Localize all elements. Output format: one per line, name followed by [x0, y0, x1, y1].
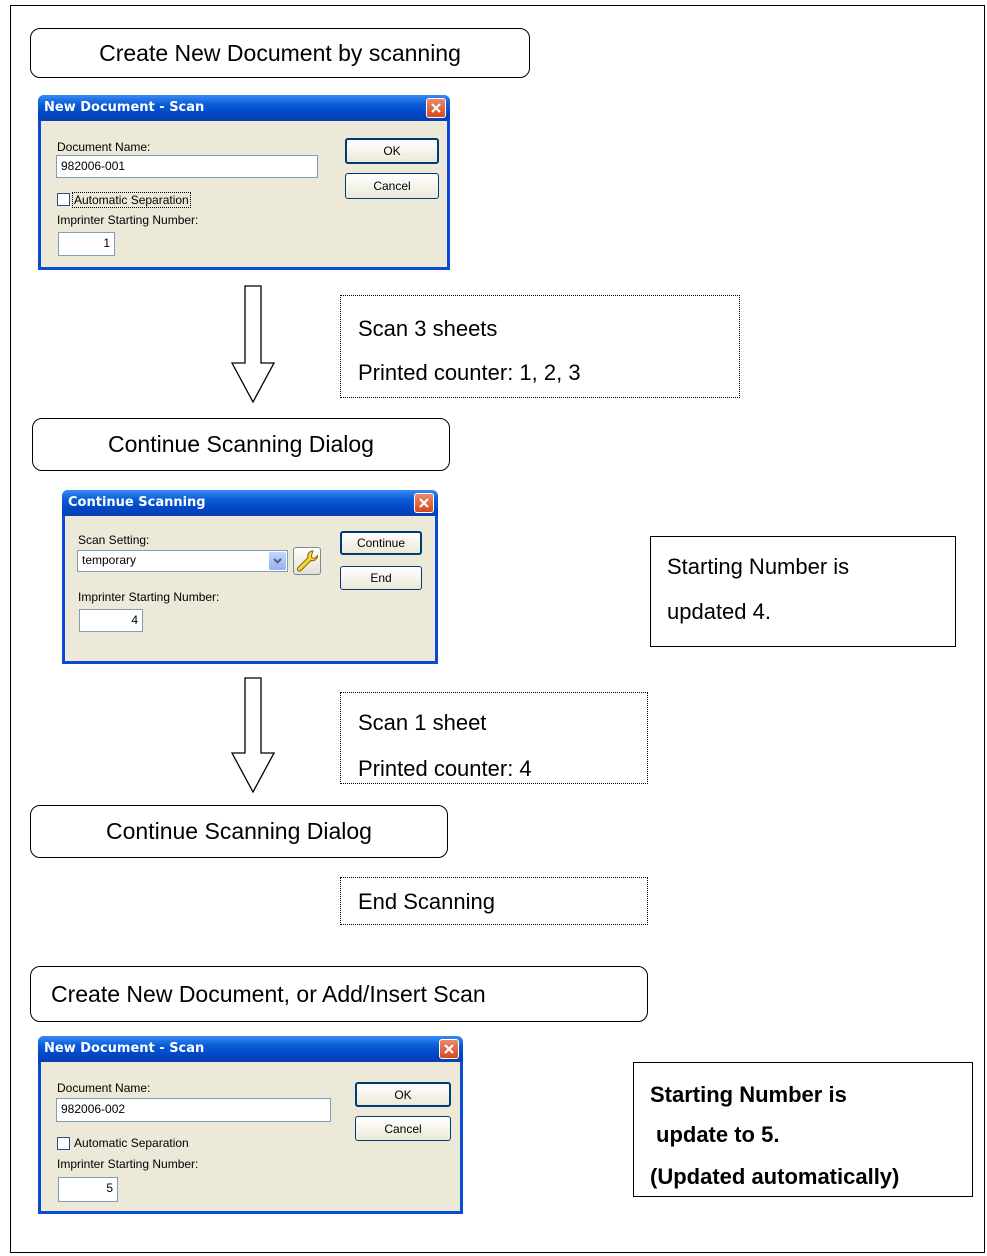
dialog-title: New Document - Scan [44, 100, 205, 115]
document-name-input[interactable]: 982006-002 [56, 1098, 331, 1122]
scan-setting-label: Scan Setting: [78, 533, 150, 547]
close-icon[interactable] [414, 493, 434, 513]
document-name-label: Document Name: [57, 1081, 151, 1095]
step-create-or-add-insert: Create New Document, or Add/Insert Scan [30, 966, 648, 1022]
imprinter-starting-number-label: Imprinter Starting Number: [78, 590, 220, 604]
info-line: (Updated automatically) [650, 1164, 900, 1189]
step-label: Continue Scanning Dialog [108, 431, 374, 457]
chevron-down-icon[interactable] [269, 552, 286, 570]
document-name-label: Document Name: [57, 140, 151, 154]
info-starting-number-updated-5: Starting Number is update to 5. (Updated… [633, 1062, 973, 1197]
note-end-scanning: End Scanning [340, 877, 648, 925]
info-starting-number-updated-4: Starting Number is updated 4. [650, 536, 956, 647]
close-icon[interactable] [426, 98, 446, 118]
note-line: Printed counter: 1, 2, 3 [358, 360, 581, 385]
note-line: End Scanning [358, 889, 495, 914]
end-button[interactable]: End [340, 566, 422, 590]
scan-setting-edit-button[interactable] [293, 547, 321, 575]
document-name-input[interactable]: 982006-001 [56, 155, 318, 178]
step-label: Create New Document, or Add/Insert Scan [51, 980, 486, 1007]
down-arrow [230, 677, 276, 794]
note-line: Scan 3 sheets [358, 316, 498, 341]
close-icon[interactable] [439, 1039, 459, 1059]
dialog-title: New Document - Scan [44, 1041, 205, 1056]
cancel-button[interactable]: Cancel [355, 1116, 451, 1141]
new-document-scan-dialog: New Document - Scan Document Name: 98200… [38, 95, 450, 270]
continue-button[interactable]: Continue [340, 531, 422, 555]
note-line: Scan 1 sheet [358, 710, 487, 735]
step-create-new-document: Create New Document by scanning [30, 28, 530, 78]
automatic-separation-checkbox[interactable] [57, 193, 70, 206]
imprinter-starting-number-input[interactable]: 1 [58, 232, 115, 256]
wrench-icon [296, 550, 318, 572]
title-bar[interactable]: Continue Scanning [62, 490, 438, 516]
info-line: Starting Number is [667, 554, 850, 579]
continue-scanning-dialog: Continue Scanning Scan Setting: temporar… [62, 490, 438, 664]
automatic-separation-label[interactable]: Automatic Separation [74, 1136, 189, 1150]
note-line: Printed counter: 4 [358, 756, 532, 781]
imprinter-starting-number-input[interactable]: 4 [79, 609, 143, 632]
diagram-frame [10, 5, 985, 1253]
automatic-separation-label[interactable]: Automatic Separation [72, 192, 191, 208]
info-line: update to 5. [656, 1122, 780, 1147]
ok-button[interactable]: OK [355, 1082, 451, 1107]
imprinter-starting-number-label: Imprinter Starting Number: [57, 213, 199, 227]
dialog-title: Continue Scanning [68, 495, 206, 510]
ok-button[interactable]: OK [345, 138, 439, 164]
step-label: Create New Document by scanning [99, 39, 461, 66]
info-line: updated 4. [667, 599, 771, 624]
down-arrow [230, 285, 276, 404]
imprinter-starting-number-input[interactable]: 5 [58, 1177, 118, 1202]
step-continue-scanning-dialog: Continue Scanning Dialog [30, 805, 448, 858]
imprinter-starting-number-label: Imprinter Starting Number: [57, 1157, 199, 1171]
title-bar[interactable]: New Document - Scan [38, 1036, 463, 1062]
new-document-scan-dialog: New Document - Scan Document Name: 98200… [38, 1036, 463, 1214]
step-label: Continue Scanning Dialog [106, 818, 372, 844]
scan-setting-select[interactable]: temporary [77, 550, 288, 572]
note-scan-3-sheets: Scan 3 sheets Printed counter: 1, 2, 3 [340, 295, 740, 398]
cancel-button[interactable]: Cancel [345, 173, 439, 199]
title-bar[interactable]: New Document - Scan [38, 95, 450, 121]
scan-setting-value: temporary [82, 553, 137, 567]
step-continue-scanning-dialog: Continue Scanning Dialog [32, 418, 450, 471]
automatic-separation-checkbox[interactable] [57, 1137, 70, 1150]
note-scan-1-sheet: Scan 1 sheet Printed counter: 4 [340, 692, 648, 784]
info-line: Starting Number is [650, 1082, 847, 1107]
